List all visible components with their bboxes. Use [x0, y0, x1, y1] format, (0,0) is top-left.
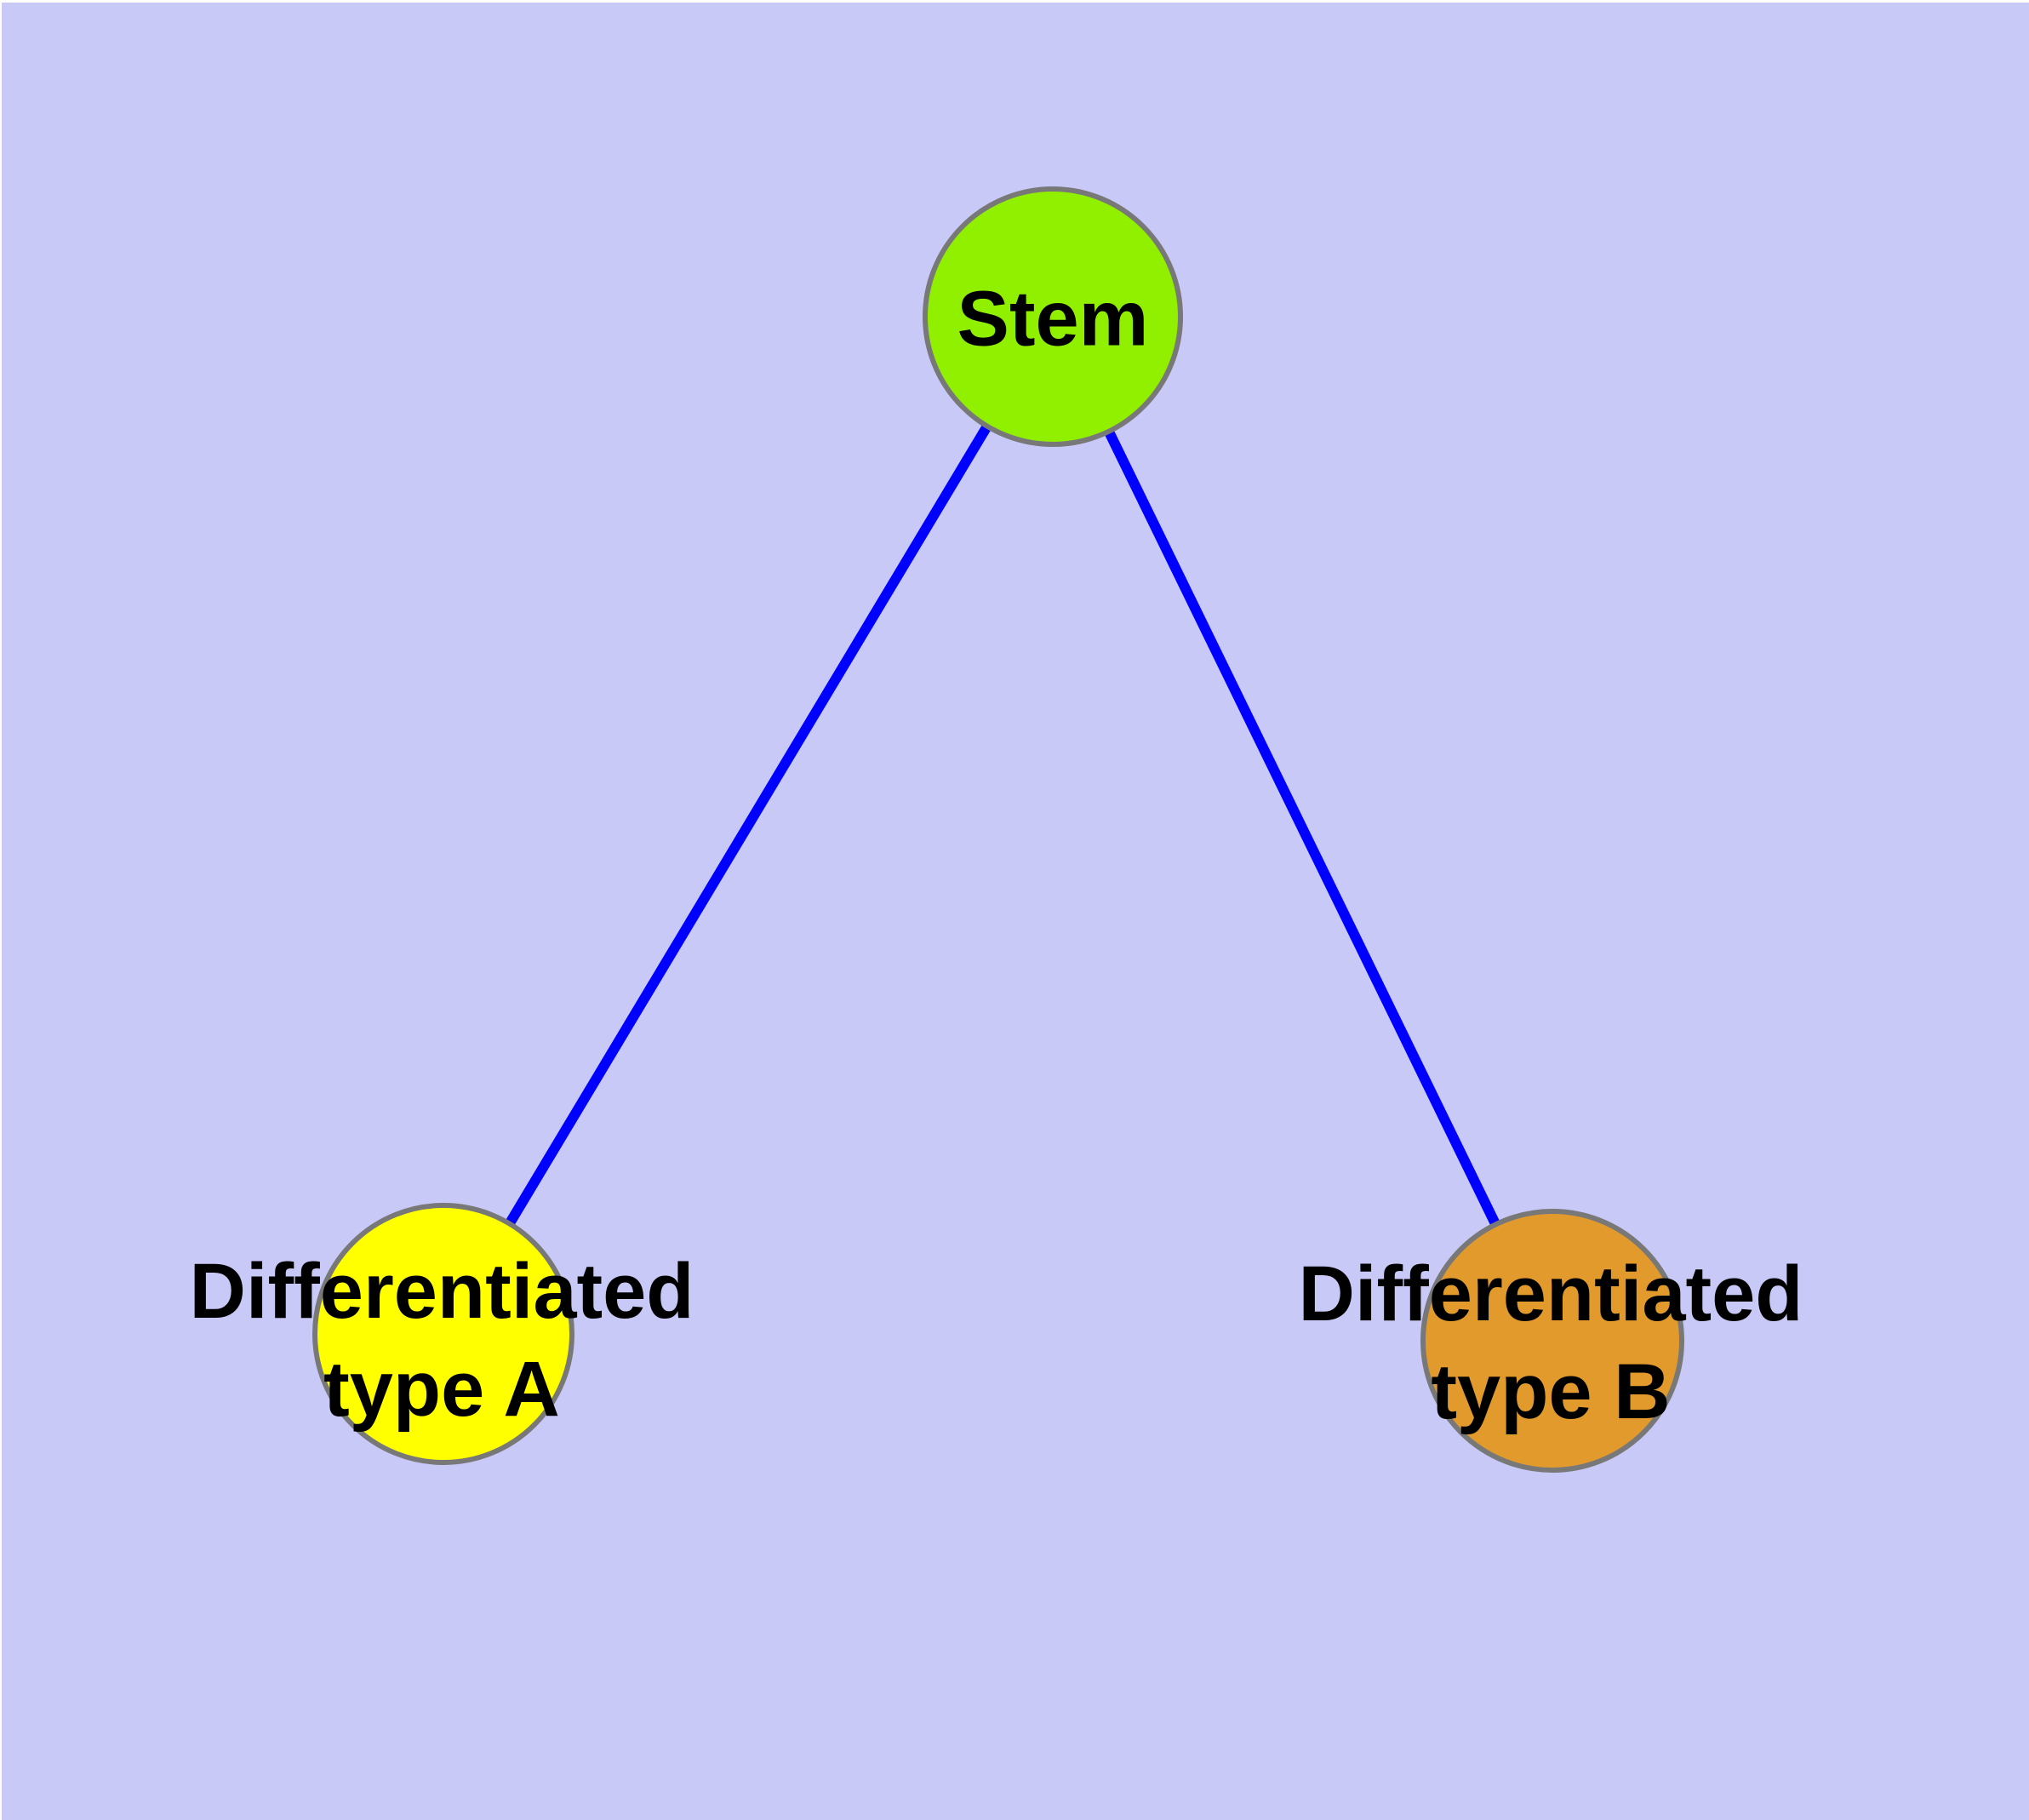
stem-label-text: Stem: [957, 275, 1149, 363]
edge-stem-to-type-b: [1048, 314, 1557, 1343]
type-b-label-line2: type B: [1431, 1348, 1671, 1435]
type-a-label-line1: Differentiated: [189, 1248, 694, 1335]
type-b-node-circle: [1420, 1209, 1684, 1473]
graph-svg: [312, 186, 1684, 1473]
type-a-label-line2: type A: [323, 1346, 560, 1433]
edge-stem-to-type-a: [438, 313, 1058, 1337]
type-b-node-label: Differentiated type B: [1299, 1245, 1803, 1441]
type-b-label-line1: Differentiated: [1298, 1251, 1803, 1337]
type-a-node-circle: [312, 1203, 574, 1465]
stem-node-label: Stem: [957, 271, 1149, 369]
diagram-canvas: Stem Differentiated type A Differentiate…: [2, 3, 2029, 1820]
stem-node-circle: [923, 186, 1183, 447]
type-a-node-label: Differentiated type A: [190, 1243, 694, 1439]
